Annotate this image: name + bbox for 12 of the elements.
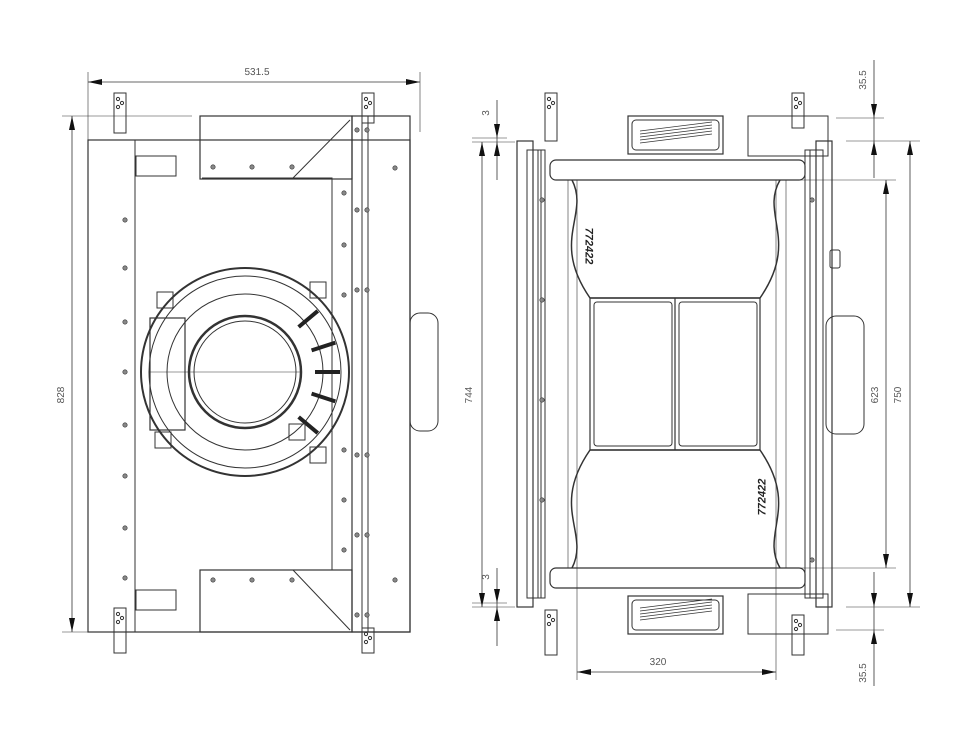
part-number: 772422 xyxy=(758,478,768,516)
dimension-value: 3 xyxy=(482,574,492,580)
dimension-value: 320 xyxy=(650,658,666,668)
dimension-value: 35.5 xyxy=(859,70,869,90)
part-number: 772422 xyxy=(582,228,594,264)
dimension-value: 3 xyxy=(482,110,492,116)
dimension-value: 750 xyxy=(894,386,904,404)
dimension-value: 623 xyxy=(871,386,881,404)
dimension-value: 35.5 xyxy=(859,663,869,683)
dimension-value: 744 xyxy=(465,386,475,404)
dimension-value: 531.5 xyxy=(244,68,270,78)
dimension-value: 828 xyxy=(57,386,67,404)
